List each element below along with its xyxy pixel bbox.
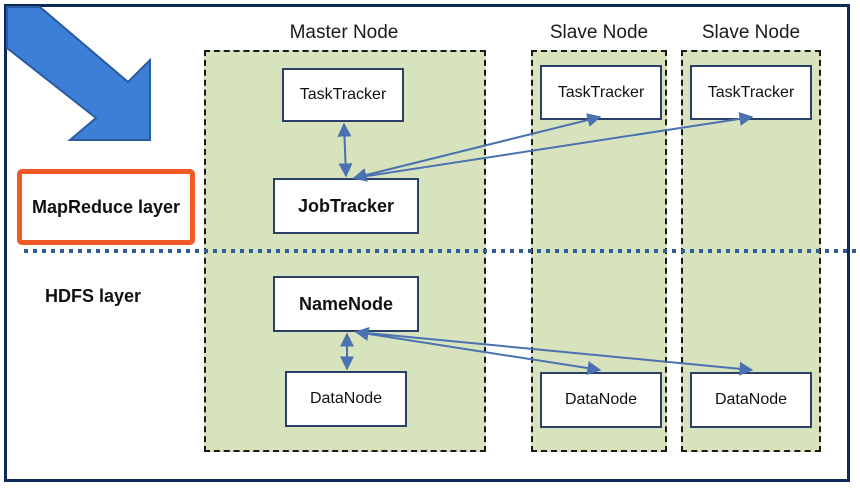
master-node-title: Master Node <box>289 22 399 43</box>
arrow-namenode-slave2-datanode <box>355 331 754 376</box>
hdfs-layer-label: HDFS layer <box>45 286 142 306</box>
slave-node-title-2: Slave Node <box>701 22 801 43</box>
namenode-box: NameNode <box>273 276 419 332</box>
slave1-datanode-box: DataNode <box>540 372 662 428</box>
slave2-datanode-box: DataNode <box>690 372 812 428</box>
mapreduce-layer-label: MapReduce layer <box>17 169 195 245</box>
master-datanode-box: DataNode <box>285 371 407 427</box>
arrow-tasktracker-jobtracker <box>337 122 353 178</box>
arrow-namenode-slave1-datanode <box>354 327 602 375</box>
arrow-jobtracker-slave1-tasktracker <box>352 113 602 182</box>
master-tasktracker-box: TaskTracker <box>282 68 404 122</box>
arrow-jobtracker-slave2-tasktracker <box>353 111 754 179</box>
slave-node-title-1: Slave Node <box>549 22 649 43</box>
jobtracker-box: JobTracker <box>273 178 419 234</box>
